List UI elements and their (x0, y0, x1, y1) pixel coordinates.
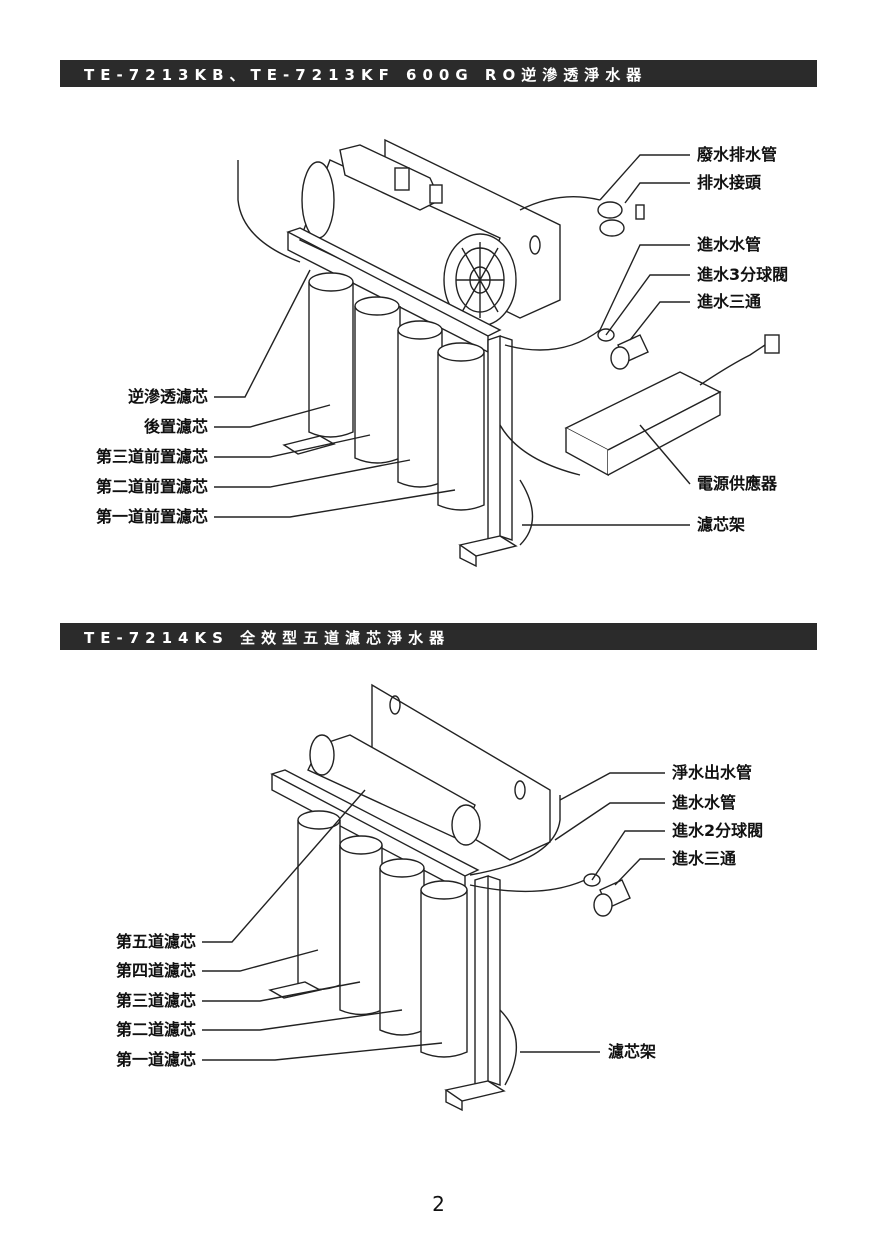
label-inlet-tube-2: 進水水管 (672, 793, 737, 812)
label-first-filter: 第一道濾芯 (115, 1050, 196, 1069)
label-inlet-tee-2: 進水三通 (672, 849, 737, 868)
label-power-adapter: 電源供應器 (697, 474, 778, 493)
label-inlet-ball-valve: 進水3分球閥 (697, 265, 789, 284)
label-inlet-tube: 進水水管 (697, 235, 762, 254)
label-third-pre-filter: 第三道前置濾芯 (95, 447, 208, 466)
ro-purifier-illustration (214, 138, 780, 568)
label-first-pre-filter: 第一道前置濾芯 (95, 507, 208, 526)
label-filter-rack: 濾芯架 (697, 515, 746, 534)
label-fifth-filter: 第五道濾芯 (115, 932, 196, 951)
section-2-header: TE-7214KS 全效型五道濾芯淨水器 (60, 623, 817, 650)
label-inlet-tee: 進水三通 (697, 292, 762, 311)
label-third-filter: 第三道濾芯 (115, 991, 196, 1010)
label-drain-tube: 廢水排水管 (697, 145, 778, 164)
five-stage-purifier-illustration (202, 683, 665, 1112)
label-ro-filter: 逆滲透濾芯 (127, 387, 208, 406)
label-filter-rack-2: 濾芯架 (608, 1042, 657, 1061)
label-drain-connector: 排水接頭 (697, 173, 762, 192)
label-second-pre-filter: 第二道前置濾芯 (95, 477, 208, 496)
page-number: 2 (432, 1192, 445, 1216)
label-purified-outlet-tube: 淨水出水管 (672, 763, 753, 782)
label-second-filter: 第二道濾芯 (115, 1020, 196, 1039)
label-fourth-filter: 第四道濾芯 (115, 961, 196, 980)
section-2-title: TE-7214KS 全效型五道濾芯淨水器 (84, 629, 451, 647)
section-1-header: TE-7213KB、TE-7213KF 600G RO逆滲透淨水器 (60, 60, 817, 87)
label-post-filter: 後置濾芯 (143, 417, 208, 436)
label-inlet-ball-valve-2: 進水2分球閥 (672, 821, 764, 840)
section-1-title: TE-7213KB、TE-7213KF 600G RO逆滲透淨水器 (84, 66, 648, 84)
